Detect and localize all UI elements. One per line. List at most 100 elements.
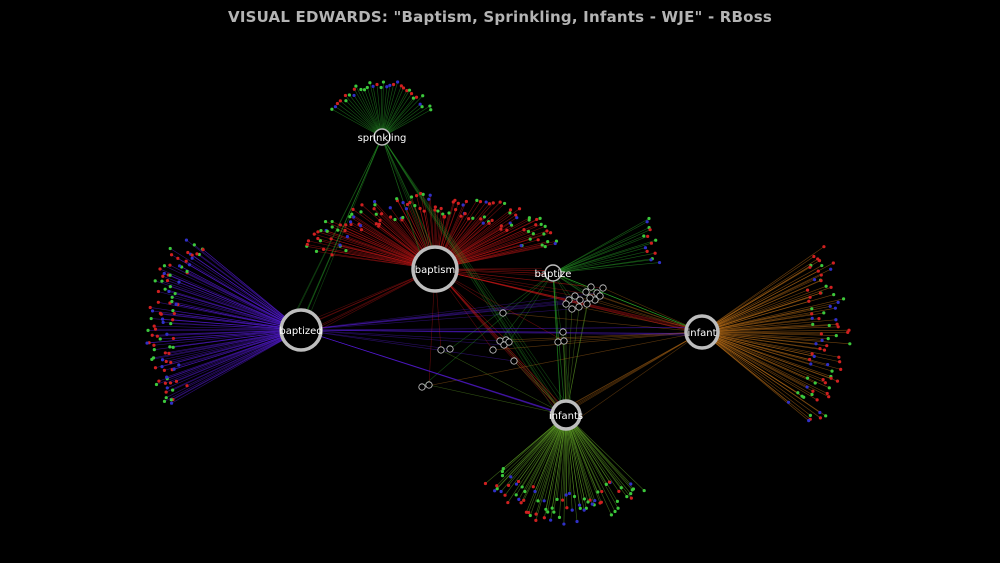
- leaf-node-baptized: [171, 309, 175, 313]
- leaf-node-infant: [819, 273, 823, 277]
- leaf-node-sprinkling: [338, 99, 342, 103]
- leaf-node-baptism: [316, 230, 320, 234]
- leaf-node-infant: [818, 416, 822, 420]
- leaf-node-baptism: [330, 219, 334, 224]
- leaf-node-infants: [617, 489, 621, 494]
- leaf-node-infant: [812, 254, 816, 259]
- leaf-node-baptism: [422, 209, 426, 213]
- leaf-node-infant: [826, 337, 830, 341]
- leaf-node-baptism: [502, 201, 507, 206]
- leaf-node-infant: [807, 299, 811, 303]
- leaf-node-infant: [822, 245, 826, 249]
- edge-hub-sprinkling-baptized: [288, 136, 383, 326]
- leaf-node-baptism: [491, 201, 495, 205]
- edge-hub-sprinkling-infants: [381, 136, 560, 413]
- leaf-node-infants: [514, 482, 519, 486]
- leaf-node-baptism: [508, 211, 512, 215]
- edge-baptize: [552, 259, 652, 274]
- edge-sprinkling: [331, 108, 383, 138]
- leaf-node-infants: [500, 474, 505, 478]
- leaf-node-baptism: [459, 214, 463, 218]
- edge-hub-baptized-infant: [300, 327, 691, 331]
- leaf-node-infant: [818, 410, 822, 415]
- edge-infants: [565, 414, 573, 511]
- shared-node: [505, 338, 513, 346]
- edge-shared-infant: [505, 331, 703, 341]
- leaf-node-baptism: [393, 217, 397, 222]
- edge-hub-baptism-baptized: [298, 268, 436, 330]
- leaf-node-infants: [503, 493, 507, 497]
- edge-infants: [565, 414, 612, 516]
- leaf-node-baptized: [151, 356, 156, 360]
- edge-infant: [701, 331, 818, 401]
- edge-hub-baptized-infants: [300, 329, 566, 416]
- leaf-node-baptism: [378, 218, 382, 222]
- edge-baptized: [163, 322, 302, 331]
- leaf-node-baptism: [543, 224, 547, 229]
- edge-baptized: [172, 297, 302, 331]
- edge-hub-sprinkling-infants: [381, 136, 572, 418]
- edge-infant: [701, 331, 821, 413]
- leaf-node-baptism: [517, 207, 522, 211]
- leaf-node-infants: [501, 467, 505, 471]
- edge-baptized: [154, 329, 302, 350]
- edge-infants: [494, 414, 567, 491]
- leaf-node-infant: [805, 385, 809, 389]
- leaf-node-baptism: [538, 216, 542, 220]
- edge-hub-baptism-infant: [434, 268, 715, 338]
- leaf-node-baptism: [553, 241, 557, 246]
- leaf-node-infants: [598, 501, 602, 505]
- edge-hub-baptize-infant: [552, 272, 693, 329]
- leaf-node-baptized: [187, 263, 192, 267]
- leaf-node-baptism: [374, 222, 378, 226]
- leaf-node-infant: [823, 381, 827, 385]
- edge-hub-baptize-infant: [552, 272, 691, 328]
- leaf-node-baptism: [400, 218, 404, 222]
- edge-infant: [701, 331, 828, 365]
- leaf-node-baptism: [336, 228, 340, 232]
- edge-shared-baptism: [434, 268, 576, 297]
- leaf-node-infant: [786, 400, 791, 404]
- edge-infants: [507, 414, 567, 503]
- edge-baptized: [160, 329, 302, 340]
- leaf-node-baptized: [185, 384, 189, 388]
- edge-infant: [701, 262, 834, 333]
- edge-infant: [701, 331, 813, 395]
- leaf-node-infants: [629, 482, 633, 486]
- leaf-node-baptism: [319, 228, 323, 233]
- edge-sprinkling: [369, 82, 383, 138]
- hub-label-baptized: baptized: [279, 326, 322, 337]
- leaf-node-baptize: [649, 258, 653, 262]
- edge-shared-baptism: [434, 268, 601, 297]
- leaf-node-baptized: [164, 390, 168, 394]
- leaf-node-baptized: [158, 337, 162, 341]
- leaf-node-infants: [531, 485, 535, 489]
- leaf-node-baptized: [168, 246, 172, 251]
- leaf-node-infant: [808, 357, 812, 362]
- leaf-node-infants: [629, 492, 633, 496]
- leaf-node-infant: [829, 285, 833, 289]
- leaf-node-infants: [584, 506, 588, 510]
- leaf-node-baptized: [160, 279, 164, 283]
- leaf-node-infants: [615, 499, 619, 504]
- leaf-node-baptized: [172, 367, 176, 371]
- edge-infant: [701, 331, 808, 388]
- leaf-node-infants: [575, 519, 579, 524]
- leaf-node-baptized: [162, 368, 166, 372]
- leaf-node-sprinkling: [330, 107, 334, 111]
- leaf-node-infants: [546, 510, 550, 514]
- leaf-node-baptized: [185, 269, 189, 274]
- edge-shared-baptism: [434, 268, 565, 342]
- leaf-node-baptism: [344, 248, 348, 253]
- edge-hub-baptize-infant: [552, 272, 710, 336]
- edge-infants: [500, 414, 567, 492]
- edge-sprinkling: [337, 103, 383, 138]
- edge-shared-infant: [578, 306, 703, 333]
- leaf-node-baptized: [156, 289, 161, 294]
- edge-baptized: [165, 288, 302, 331]
- leaf-node-baptized: [160, 317, 165, 321]
- leaf-node-infant: [813, 381, 817, 385]
- leaf-node-infants: [495, 487, 499, 491]
- edge-infants: [565, 414, 578, 522]
- leaf-node-infants: [590, 502, 594, 506]
